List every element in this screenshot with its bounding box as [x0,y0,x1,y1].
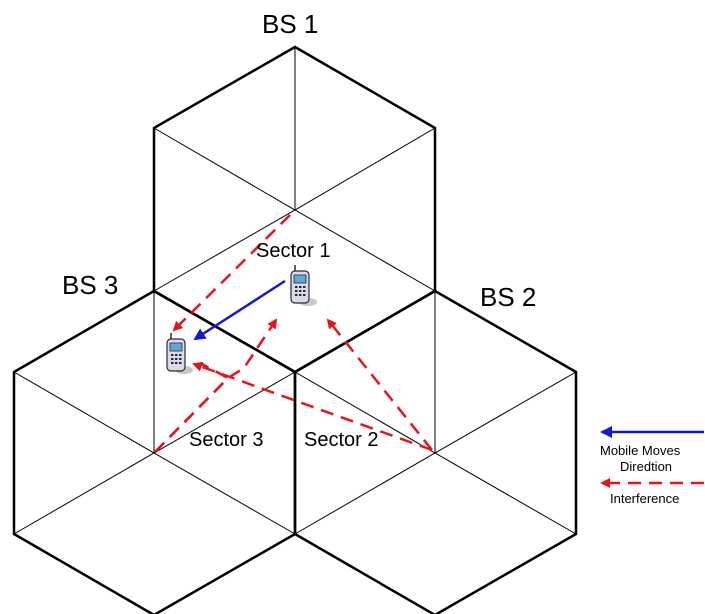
bs2-label: BS 2 [480,282,536,312]
legend-interference-label: Interference [610,491,679,506]
bs1-label: BS 1 [262,9,318,39]
legend: Mobile Moves Diredtion Interference [600,426,704,506]
mobile-phone-icon [166,333,193,374]
bs3-label: BS 3 [62,270,118,300]
cell-bs2 [294,289,578,614]
interference-arrows [154,214,433,453]
legend-mobile-moves-label: Mobile Moves [600,443,681,458]
sector3-label: Sector 3 [189,429,263,451]
cell-bs1-lower-lines [153,209,436,292]
cell-bs3-lower-lines [13,452,296,535]
interference-arrow-bs2-to-sector1 [326,318,433,451]
legend-direction-label: Diredtion [620,459,672,474]
cell-bs1 [152,45,437,292]
interference-arrow-bs2-to-mobile [192,362,433,452]
cell-bs3 [12,289,297,614]
cell-bs2-lower-lines [294,452,577,535]
mobile-phone-icon [290,265,317,306]
mobile-move-arrow [193,279,286,341]
interference-arrow-bs1 [172,214,291,332]
sector2-label: Sector 2 [304,429,378,451]
sector1-label: Sector 1 [256,240,330,262]
